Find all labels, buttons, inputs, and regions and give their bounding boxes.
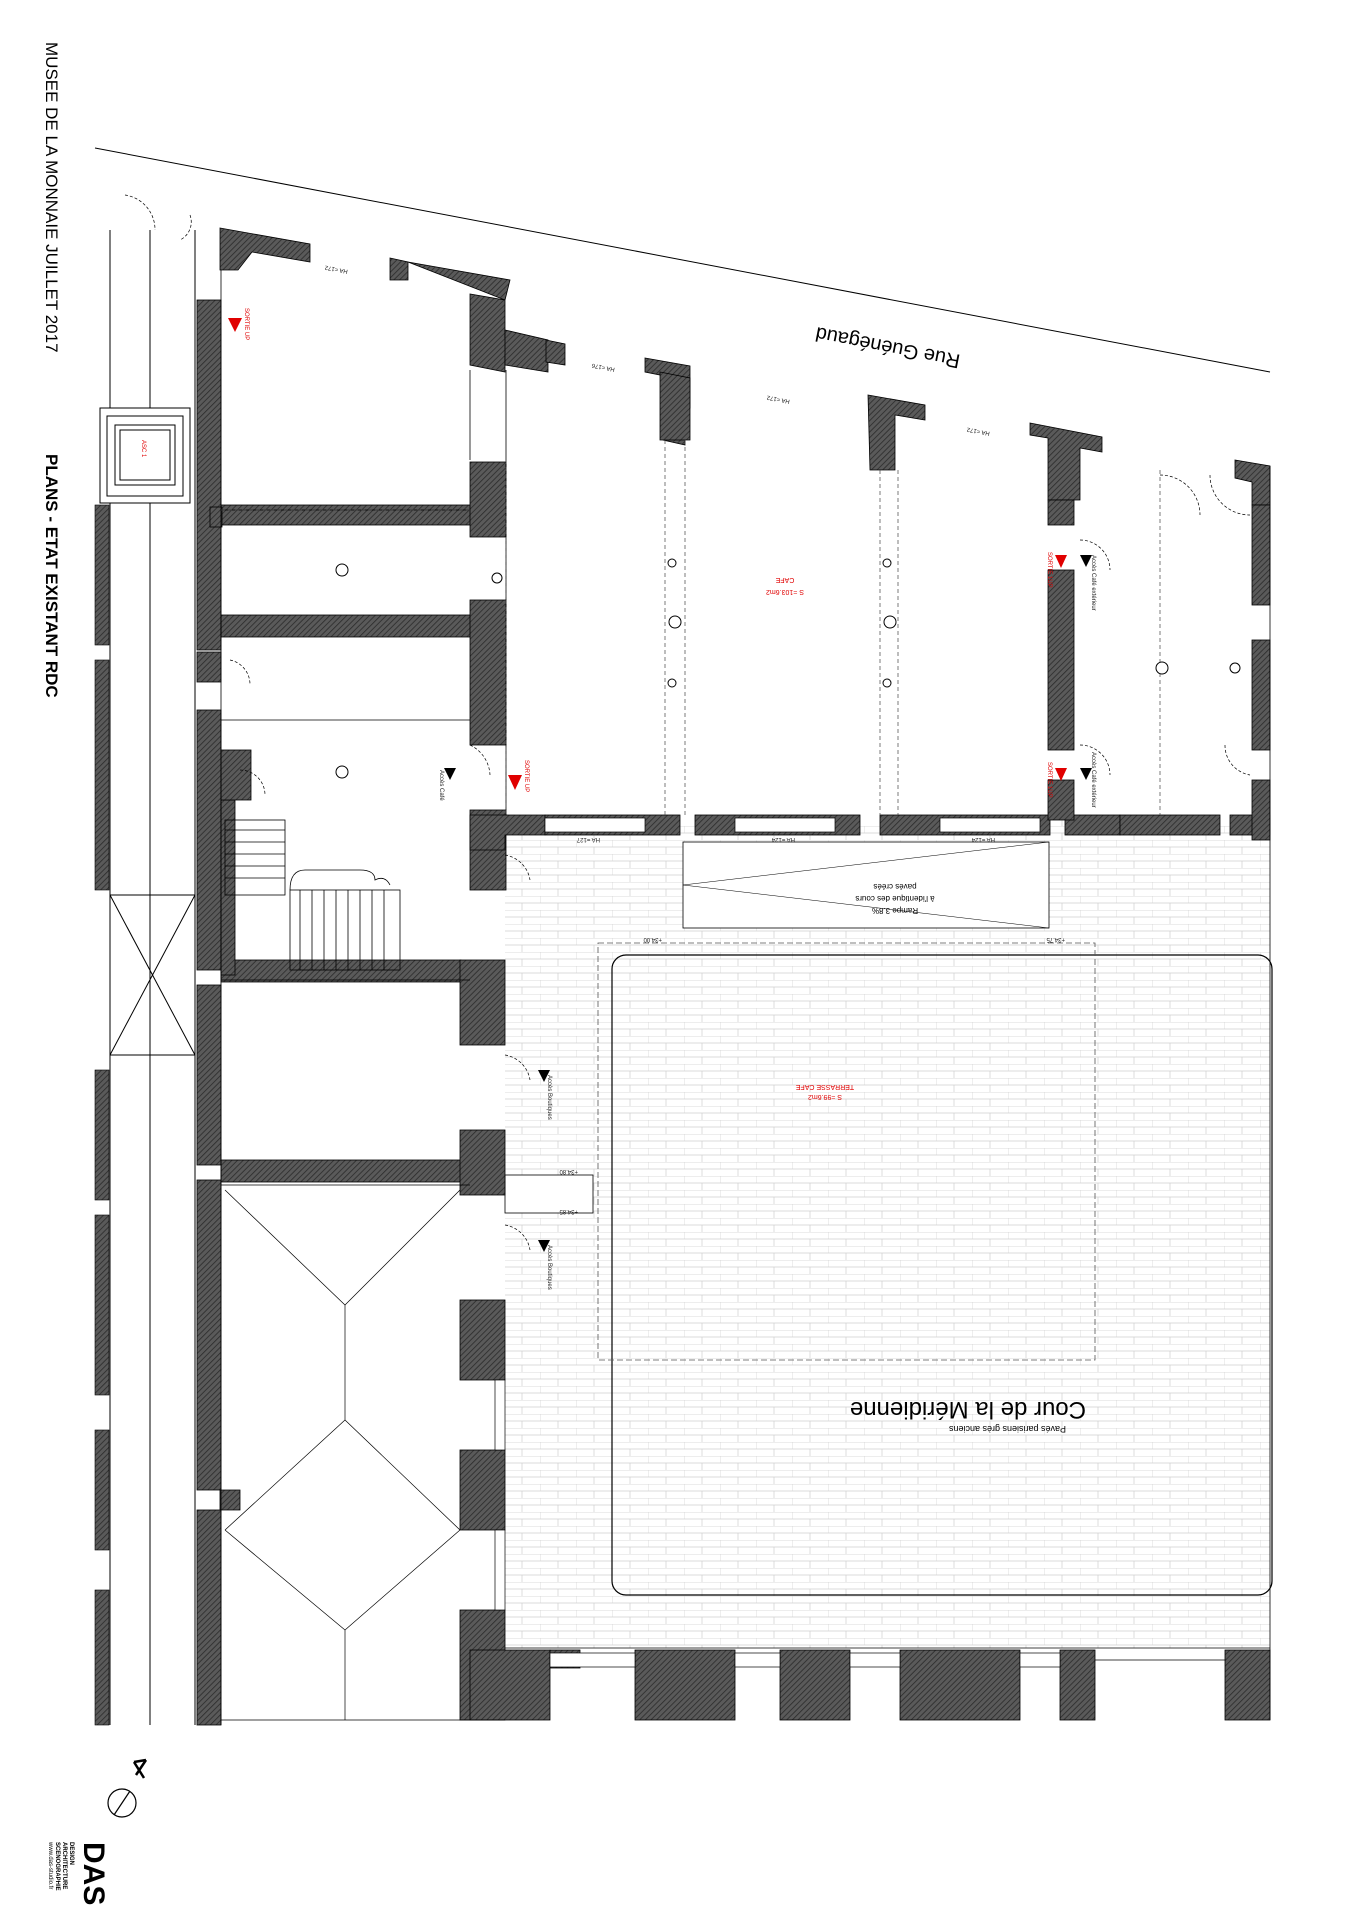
ramp-line3: pavés créés: [873, 882, 916, 891]
door-swings: [124, 194, 1251, 1251]
ramp-outline: [682, 841, 1050, 929]
cafe-name: CAFE: [775, 576, 794, 583]
das-logo-line3: SCENOGRAPHIE: [54, 1842, 60, 1891]
columns: [335, 558, 1241, 779]
terrace-outline: [597, 942, 1096, 1361]
side-title: MUSEE DE LA MONNAIE JUILLET 2017 PLANS -…: [42, 42, 61, 698]
ramp-line1: Rampe 3.8%: [872, 906, 918, 915]
das-logo-url: www.das-studio.fr: [47, 1841, 53, 1889]
das-logo: DAS DESIGN ARCHITECTURE SCENOGRAPHIE www…: [47, 1841, 110, 1905]
left-strip: [99, 230, 196, 1725]
exit-label-3: SORTIE 1UP: [1046, 552, 1052, 588]
access-cafe-label: Accès Café: [438, 770, 444, 801]
courtyard-inner-border: [611, 954, 1273, 1596]
exit-markers: [228, 318, 1067, 790]
side-title-line1: MUSEE DE LA MONNAIE JUILLET 2017: [42, 42, 61, 353]
courtyard-name-group: Cour de la Méridienne Pavés parisiens gr…: [850, 1396, 1086, 1434]
street-line: [94, 147, 1271, 373]
das-logo-line1: DESIGN: [68, 1842, 74, 1865]
courtyard-paving-label: Pavés parisiens grès anciens: [948, 1424, 1066, 1434]
street-name-group: Rue Guénégaud: [814, 322, 962, 372]
cafe-area: S =103.6m2: [766, 588, 804, 595]
access-boutiques-label-2: Accès Boutiques: [546, 1245, 552, 1290]
window-label-1: HA =172: [324, 263, 349, 273]
staircase: [224, 819, 401, 971]
exit-label-1: SORTIE UP: [243, 308, 249, 340]
north-arrow: [107, 1758, 148, 1818]
access-cafe-exterior-label-1: Accès Café extérieur: [1090, 555, 1096, 611]
street-name: Rue Guénégaud: [814, 322, 962, 372]
cafe-grid: [221, 440, 1161, 815]
level-labels: +34.00 +34.75 +34.80 +34.85: [559, 936, 1065, 1214]
das-logo-line2: ARCHITECTURE: [61, 1842, 67, 1889]
window-label-3: HA =172: [766, 393, 791, 403]
elevator: [114, 424, 176, 486]
level-label-1: +34.00: [643, 936, 662, 942]
window-label-7: HA =124: [971, 836, 995, 842]
access-markers: [444, 555, 1092, 1252]
step-outline: [504, 1174, 594, 1214]
walls: [196, 227, 1271, 1726]
courtyard-paving: [505, 820, 1270, 1648]
vault-lines: [224, 1189, 461, 1720]
level-label-4: +34.85: [559, 1208, 578, 1214]
access-cafe-exterior-label-2: Accès Café extérieur: [1090, 752, 1096, 808]
window-labels: HA =172 HA =176 HA =172 HA =172 HA =127 …: [324, 263, 995, 842]
das-logo-brand: DAS: [77, 1842, 110, 1905]
terrace-name: TERRASSE CAFE: [796, 1083, 855, 1090]
windows: [494, 817, 1061, 1668]
courtyard-name: Cour de la Méridienne: [850, 1396, 1086, 1423]
terrace-area: S =99.6m2: [808, 1093, 842, 1100]
elevator-label: ASC 1: [140, 440, 146, 458]
window-label-5: HA =127: [576, 836, 600, 842]
left-strip-walls: [94, 504, 110, 1726]
access-boutiques-label-1: Accès Boutiques: [546, 1075, 552, 1120]
exit-label-2: SORTIE UP: [523, 760, 529, 792]
level-label-3: +34.80: [559, 1168, 578, 1174]
window-label-6: HA =124: [771, 836, 795, 842]
window-label-4: HA =172: [966, 425, 991, 435]
side-title-line2: PLANS - ETAT EXISTANT RDC: [42, 454, 61, 698]
ramp-line2: à l'identique des cours: [855, 894, 934, 903]
level-label-2: +34.75: [1046, 936, 1065, 942]
exit-label-4: SORTIE 1UP: [1046, 762, 1052, 798]
window-label-2: HA =176: [591, 361, 616, 371]
